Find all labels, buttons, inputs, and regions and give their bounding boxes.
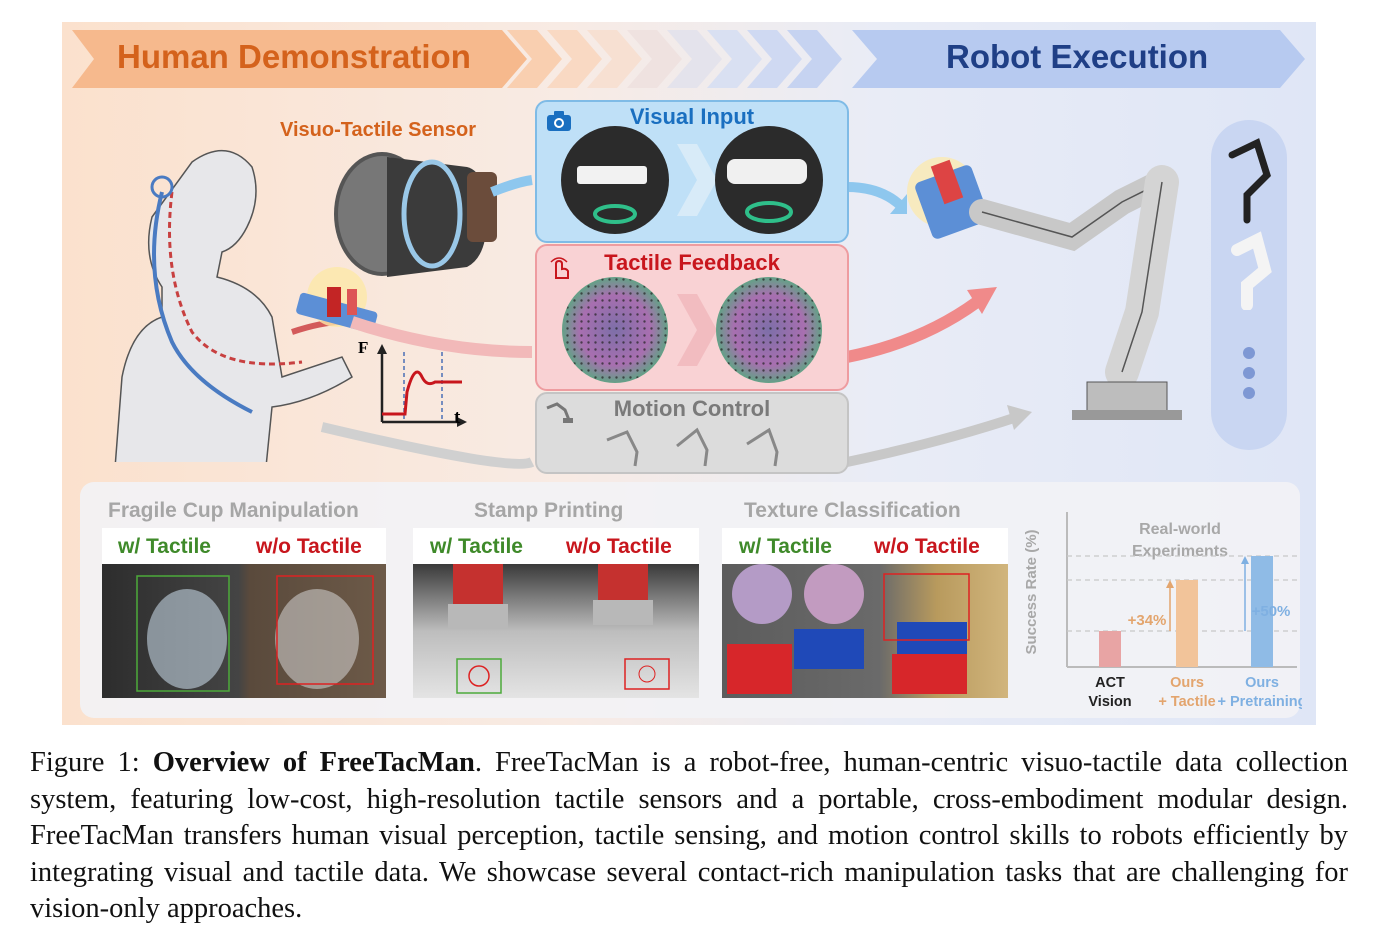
tactile-feedback-frames [562,277,822,383]
caption-bold-title: Overview of FreeTacMan [152,747,475,778]
chart-annotation: +50% [1252,603,1291,620]
chart-category-label: + Pretraining [1217,694,1302,710]
robot-arm-black-icon [1228,138,1271,224]
robot-arm-white-icon [1231,231,1272,310]
chart-title-line-2: Experiments [1132,543,1228,560]
chart-delta-arrowhead [1166,580,1174,588]
force-time-graph [377,344,467,427]
figure-caption: Figure 1: Overview of FreeTacMan. FreeTa… [30,745,1348,928]
banner-human-demonstration: Human Demonstration [117,38,471,75]
task-fragile-cup-header [102,528,386,564]
motion-control-arms [606,427,779,467]
tactile-feedback-title: Tactile Feedback [604,250,780,275]
figure-panel: Human Demonstration Robot Execution Visu… [62,22,1316,725]
chart-bar [1099,631,1121,667]
graph-x-label: t [454,407,461,428]
chart-category-label: Vision [1088,694,1131,710]
chart-annotation: +34% [1128,612,1167,629]
embodiment-capsule [1211,120,1287,450]
task-texture-classification-header [722,528,1008,564]
task-stamp-printing-title: Stamp Printing [474,499,624,522]
task-texture-classification-with-label: w/ Tactile [739,535,832,558]
motion-control-panel: Motion Control [535,392,849,474]
banner-robot-execution: Robot Execution [946,38,1209,75]
chart-category-label: + Tactile [1158,694,1215,710]
task-stamp-printing-header [413,528,699,564]
task-fragile-cup-with-label: w/ Tactile [118,535,211,558]
task-fragile-cup-photo [102,564,386,698]
tactile-feedback-panel: Tactile Feedback [535,244,849,391]
chart-bar [1251,556,1273,667]
task-stamp-printing-with-label: w/ Tactile [430,535,523,558]
task-texture-classification-photo [722,564,1008,698]
chart-title-line-1: Real-world [1139,521,1221,538]
sensor-label: Visuo-Tactile Sensor [280,119,476,141]
chart-bar [1176,580,1198,667]
task-stamp-printing-without-label: w/o Tactile [566,535,672,558]
visual-input-title: Visual Input [629,104,755,129]
chart-category-label: ACT [1095,675,1125,691]
more-dots-icon [1243,347,1255,399]
caption-text: . FreeTacMan is a robot-free, human-cent… [30,747,1348,924]
task-texture-classification-without-label: w/o Tactile [874,535,980,558]
touch-hand-icon [550,257,569,279]
success-rate-chart: Success Rate (%) Real-worldExperimentsACT… [1023,512,1302,710]
chart-delta-arrowhead [1241,556,1249,564]
chart-category-label: Ours [1245,675,1279,691]
visuo-tactile-sensor-image [334,152,497,277]
camera-icon [547,111,571,131]
task-texture-classification-title: Texture Classification [744,499,961,522]
task-fragile-cup-title: Fragile Cup Manipulation [108,499,359,522]
motion-control-title: Motion Control [613,396,771,421]
visual-input-frames [561,126,823,234]
graph-y-label: F [358,338,369,357]
flow-arrows [320,175,1032,469]
robot-arm-icon [546,402,573,423]
caption-label: Figure 1: [30,747,140,778]
chart-y-label: Success Rate (%) [1023,529,1040,654]
task-fragile-cup-without-label: w/o Tactile [256,535,362,558]
chart-category-label: Ours [1170,675,1204,691]
banner-arrows [72,30,1305,88]
task-stamp-printing-photo [413,564,699,698]
robot-arm-illustration [907,157,1182,420]
visual-input-panel: Visual Input [535,100,849,243]
